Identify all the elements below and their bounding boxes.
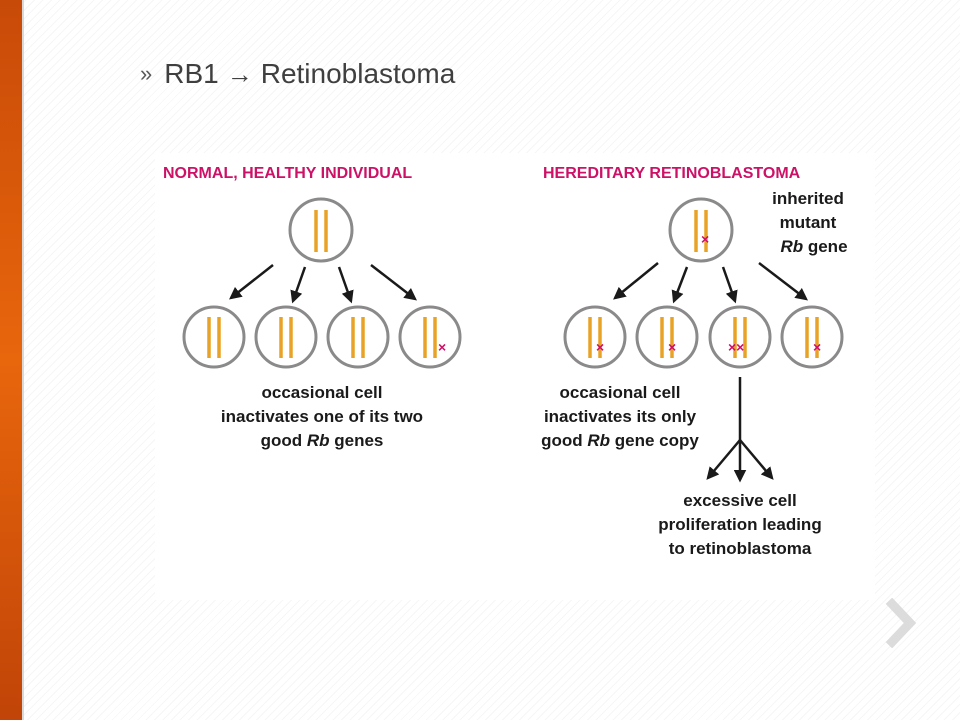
hereditary-caption-line3: good Rb gene copy — [541, 431, 699, 450]
outcome-line1: excessive cell — [683, 491, 796, 510]
inherited-label-line2: mutant — [780, 213, 837, 232]
hereditary-parent-cell: × — [668, 197, 734, 263]
normal-division-arrows — [229, 264, 417, 304]
hereditary-caption-line3-pre: good — [541, 431, 587, 450]
title-bullet: » — [140, 61, 153, 86]
mutation-mark-icon: × — [596, 339, 604, 355]
normal-daughter-cell — [254, 305, 318, 369]
normal-daughter-cell-mutated: × — [398, 305, 462, 369]
hereditary-caption-gene: Rb — [587, 431, 610, 450]
normal-daughter-cell — [182, 305, 246, 369]
hereditary-daughter-cell: × — [563, 305, 627, 369]
mutation-mark-icon: × — [438, 339, 446, 355]
normal-heading: NORMAL, HEALTHY INDIVIDUAL — [163, 165, 412, 182]
normal-caption-line3-pre: good — [261, 431, 307, 450]
outcome-line2: proliferation leading — [658, 515, 821, 534]
chevron-right-icon[interactable] — [882, 597, 922, 649]
inherited-label-line3-post: gene — [803, 237, 847, 256]
hereditary-heading: HEREDITARY RETINOBLASTOMA — [543, 165, 801, 182]
hereditary-caption-line1: occasional cell — [560, 383, 681, 402]
slide-title: » RB1 → Retinoblastoma — [140, 54, 455, 94]
normal-caption-gene: Rb — [307, 431, 330, 450]
mutation-mark-icon: × — [668, 339, 676, 355]
double-mutation-mark-icon: ×× — [728, 339, 744, 355]
title-disease: Retinoblastoma — [260, 58, 456, 89]
hereditary-caption-line2: inactivates its only — [544, 407, 697, 426]
inherited-label-line3: Rb gene — [780, 237, 847, 256]
inherited-label-line1: inherited — [772, 189, 844, 208]
hereditary-daughter-cell: × — [635, 305, 699, 369]
hereditary-division-arrows — [613, 262, 808, 304]
proliferation-arrows — [706, 377, 774, 483]
left-accent-bar — [0, 0, 22, 720]
normal-daughter-cell — [326, 305, 390, 369]
outcome-line3: to retinoblastoma — [669, 539, 812, 558]
title-arrow-icon: → — [226, 58, 253, 89]
inherited-label-gene: Rb — [780, 237, 803, 256]
hereditary-caption-line3-post: gene copy — [610, 431, 699, 450]
normal-caption-line3: good Rb genes — [261, 431, 384, 450]
normal-caption-line3-post: genes — [330, 431, 384, 450]
hereditary-daughter-cell: × — [780, 305, 844, 369]
normal-caption-line2: inactivates one of its two — [221, 407, 423, 426]
normal-caption-line1: occasional cell — [262, 383, 383, 402]
title-gene: RB1 — [164, 58, 219, 89]
left-accent-divider — [22, 0, 24, 720]
inherited-mutation-mark-icon: × — [701, 231, 709, 247]
mutation-mark-icon: × — [813, 339, 821, 355]
retinoblastoma-diagram: NORMAL, HEALTHY INDIVIDUAL HEREDITARY RE… — [155, 153, 875, 600]
normal-parent-cell — [288, 197, 354, 263]
hereditary-daughter-cell-double-mutated: ×× — [708, 305, 772, 369]
